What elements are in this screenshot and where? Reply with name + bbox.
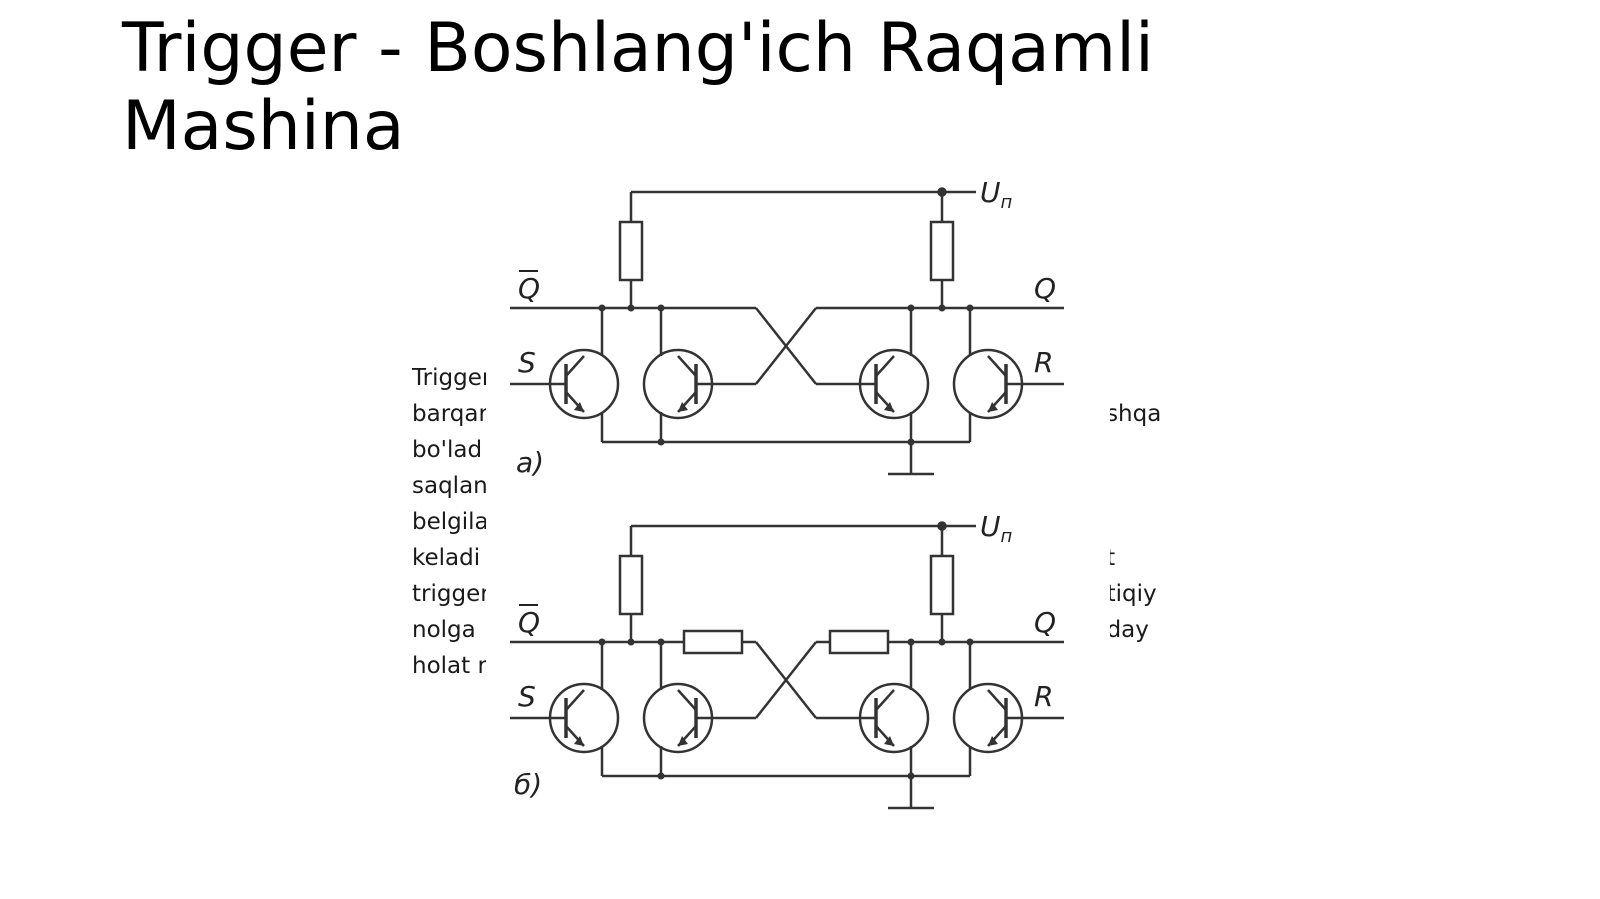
input-r-label-a: R xyxy=(1034,346,1053,379)
body-line: Trigger xyxy=(412,365,492,391)
circuit-b-junctions xyxy=(598,638,974,780)
output-q-bar-label-a: Q xyxy=(518,272,540,305)
input-r-label-b: R xyxy=(1034,680,1053,713)
output-q-label-a: Q xyxy=(1034,272,1056,305)
input-s-label-a: S xyxy=(518,346,536,379)
supply-label-b: Uп xyxy=(980,510,1013,547)
circuit-b xyxy=(510,521,1064,810)
output-q-bar-label-b: Q xyxy=(518,606,540,639)
transistor-a1-icon xyxy=(548,348,620,420)
body-line: bo'lad xyxy=(412,437,483,463)
input-s-label-b: S xyxy=(518,680,536,713)
circuit-svg: Uп Q Q S R a) xyxy=(510,180,1064,810)
body-line: belgila xyxy=(412,509,489,535)
slide-title: Trigger - Boshlang'ich Raqamli Mashina xyxy=(122,10,1422,166)
circuit-a xyxy=(510,187,1064,476)
body-line: saqlani xyxy=(412,473,1098,499)
transistor-a4-icon xyxy=(952,348,1024,420)
circuit-a-junctions xyxy=(598,304,974,446)
output-q-label-b: Q xyxy=(1034,606,1056,639)
body-line: holat r xyxy=(412,653,487,679)
caption-b: б) xyxy=(514,768,542,801)
supply-label-a: Uп xyxy=(980,180,1013,213)
transistor-a3-icon xyxy=(858,348,930,420)
transistor-b4-icon xyxy=(952,682,1024,754)
transistor-b3-icon xyxy=(858,682,930,754)
transistor-b2-icon xyxy=(642,682,714,754)
caption-a: a) xyxy=(516,446,544,479)
title-line-1: Trigger - Boshlang'ich Raqamli xyxy=(122,9,1154,88)
rs-trigger-circuit-diagram: Uп Q Q S R a) xyxy=(486,180,1110,840)
transistor-a2-icon xyxy=(642,348,714,420)
transistor-b1-icon xyxy=(548,682,620,754)
title-line-2: Mashina xyxy=(122,87,405,166)
